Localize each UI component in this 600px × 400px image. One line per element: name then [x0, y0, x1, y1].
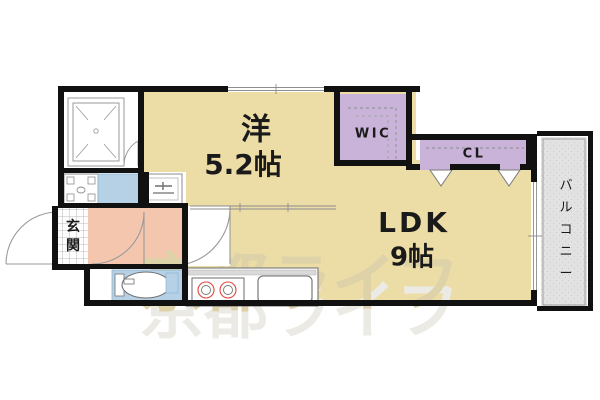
- cl-door-triangle-left: [429, 169, 453, 187]
- wic-shelf-dashed: [348, 107, 397, 160]
- genkan-char-2: 関: [66, 238, 80, 254]
- openings-group: [5, 84, 542, 294]
- washroom-counter: [97, 173, 143, 205]
- bathroom-door-arc: [123, 140, 139, 167]
- cl-label: CL: [463, 147, 486, 162]
- genkan-char-1: 玄: [66, 218, 80, 235]
- bathtub-fixture: [67, 97, 125, 167]
- kitchen-sink: [257, 275, 313, 304]
- balcony-sliding-door: [528, 178, 542, 294]
- wic-rail-dashed: [356, 115, 389, 160]
- kitchen-counter: [185, 267, 319, 307]
- bedroom-partition: [190, 203, 336, 212]
- washbasin-fixture: [63, 173, 99, 205]
- balcony-char-5: ー: [559, 267, 572, 282]
- cl-door-triangle-right: [497, 169, 521, 187]
- balcony-char-2: ル: [559, 201, 572, 216]
- bedroom-size-label: 5.2帖: [204, 148, 282, 181]
- ldk-name-label: LDK: [378, 206, 450, 239]
- hallway-door-arc: [91, 211, 145, 265]
- balcony-rail-line: [542, 138, 586, 306]
- entrance-hall-floor: [88, 206, 186, 268]
- balcony-texture: [541, 137, 587, 307]
- entrance-door-arc: [5, 211, 59, 265]
- washing-machine-pan: [143, 173, 183, 205]
- balcony-char-1: バ: [559, 179, 572, 194]
- genkan-tile-texture: [58, 206, 88, 268]
- balcony-label: バ ル コ ニ ー: [559, 179, 572, 282]
- balcony-char-3: コ: [559, 223, 572, 238]
- room-labels: 洋 5.2帖 LDK 9帖 WIC CL: [204, 113, 486, 273]
- ldk-door-clear: [186, 206, 230, 266]
- ldk-floor: [338, 160, 536, 304]
- genkan-label: 玄 関: [66, 218, 80, 254]
- wic-floor: [340, 94, 408, 164]
- bedroom-window: [228, 84, 324, 94]
- bedroom-name-label: 洋: [241, 113, 271, 148]
- wic-label: WIC: [355, 127, 391, 142]
- toilet-fixture: [111, 269, 185, 305]
- gas-stove: [191, 277, 245, 303]
- fixtures-group: [63, 97, 319, 307]
- ldk-door-fill: [186, 206, 231, 264]
- walls-group: [52, 86, 593, 311]
- balcony-char-4: ニ: [559, 245, 572, 260]
- ldk-size-label: 9帖: [390, 243, 434, 273]
